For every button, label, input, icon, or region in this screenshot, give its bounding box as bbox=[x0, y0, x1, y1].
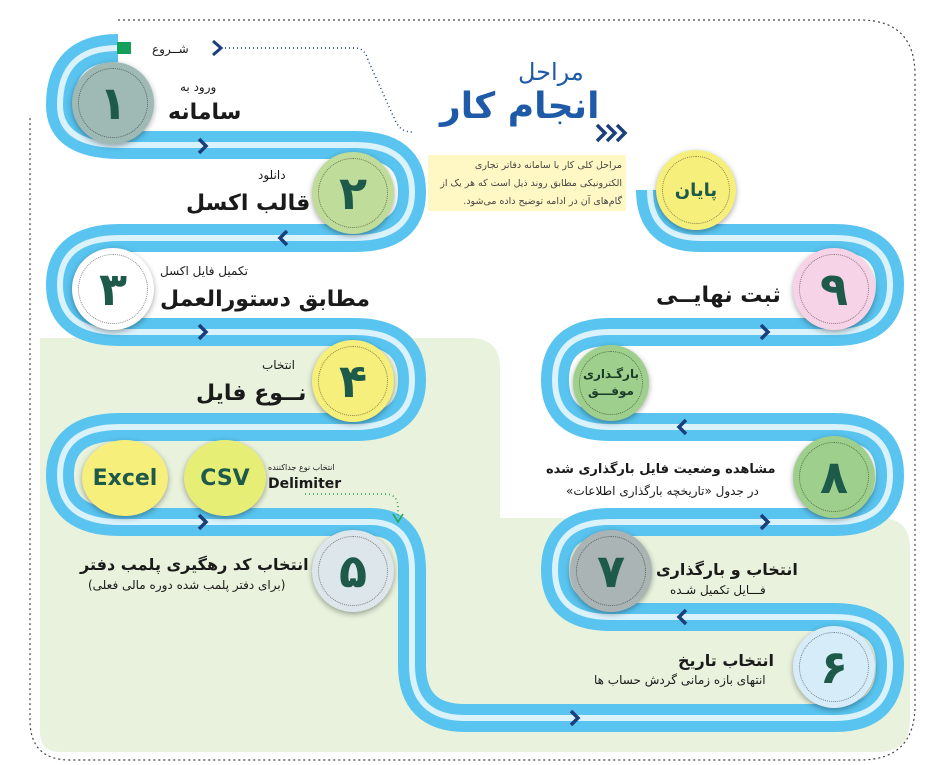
step-2-circle: ۲ bbox=[312, 152, 394, 234]
step-9-title: ثبت نهایــی bbox=[656, 283, 781, 308]
arrow-left-icon bbox=[277, 229, 289, 247]
outer-frame bbox=[29, 19, 916, 761]
excel-option[interactable]: Excel bbox=[82, 440, 168, 516]
arrow-left-icon bbox=[676, 418, 688, 436]
arrow-right-icon bbox=[197, 323, 209, 341]
delimiter-connector bbox=[305, 493, 399, 518]
step-9-circle: ۹ bbox=[793, 248, 875, 330]
delimiter-arrow-icon bbox=[392, 513, 404, 524]
step-1-title: سامانه bbox=[168, 100, 242, 125]
csv-label: CSV bbox=[200, 465, 250, 491]
header-subtitle: مراحل bbox=[518, 58, 584, 86]
arrow-left-icon bbox=[676, 608, 688, 626]
header-title: انجام کار bbox=[440, 86, 600, 127]
step-5-subtitle: (برای دفتر پلمب شده دوره مالی فعلی) bbox=[88, 578, 286, 592]
step-7-title: انتخاب و بارگذاری bbox=[656, 560, 798, 579]
arrow-right-icon bbox=[569, 709, 581, 727]
step-5-circle: ۵ bbox=[312, 530, 394, 612]
arrow-right-icon bbox=[759, 323, 771, 341]
serpentine-path-highlight bbox=[57, 45, 893, 721]
step-4-circle: ۴ bbox=[312, 340, 394, 422]
step-7-circle: ۷ bbox=[570, 530, 652, 612]
start-label: شــروع bbox=[152, 42, 189, 56]
step-2-title: قالب اکسل bbox=[186, 191, 311, 216]
step-6-circle: ۶ bbox=[793, 626, 875, 708]
start-arrow-icon bbox=[212, 39, 224, 57]
intro-note: مراحل کلی کار با سامانه دفاتر تجاری الکت… bbox=[428, 155, 626, 211]
end-circle: پایان bbox=[656, 150, 736, 230]
start-marker bbox=[117, 42, 131, 54]
step-7-subtitle: فـــایل تکمیل شـده bbox=[670, 583, 766, 597]
step-4-title: نــوع فایل bbox=[196, 381, 307, 406]
delimiter-small: انتخاب نوع جداکننده bbox=[268, 463, 335, 472]
path-arrows bbox=[197, 137, 771, 727]
step-4-small: انتخاب bbox=[262, 358, 295, 372]
title-chevrons-icon bbox=[595, 123, 628, 143]
step-1-small: ورود به bbox=[180, 80, 217, 94]
start-connector bbox=[225, 47, 413, 133]
arrow-right-icon bbox=[197, 513, 209, 531]
step-3-small: تکمیل فایل اکسل bbox=[160, 264, 248, 278]
delimiter-label: Delimiter bbox=[268, 476, 342, 492]
step-8-circle: ۸ bbox=[793, 436, 875, 518]
step-8-subtitle: در جدول «تاریخچه بارگذاری اطلاعات» bbox=[566, 484, 759, 498]
step-2-small: دانلود bbox=[258, 168, 286, 182]
step-3-title: مطابق دستورالعمل bbox=[160, 287, 371, 312]
step-3-circle: ۳ bbox=[72, 248, 154, 330]
step-1-circle: ۱ bbox=[72, 62, 154, 144]
step-8-title: مشاهده وضعیت فایل بارگذاری شده bbox=[546, 462, 776, 477]
arrow-right-icon bbox=[197, 137, 209, 155]
step-5-title: انتخاب کد رهگیری پلمب دفتر bbox=[80, 555, 309, 574]
arrow-right-icon bbox=[759, 513, 771, 531]
step-6-subtitle: انتهای بازه زمانی گردش حساب ها bbox=[594, 673, 766, 687]
excel-label: Excel bbox=[92, 465, 158, 491]
green-region bbox=[40, 338, 910, 752]
step-6-title: انتخاب تاریخ bbox=[678, 651, 774, 670]
csv-option[interactable]: CSV bbox=[184, 440, 266, 516]
